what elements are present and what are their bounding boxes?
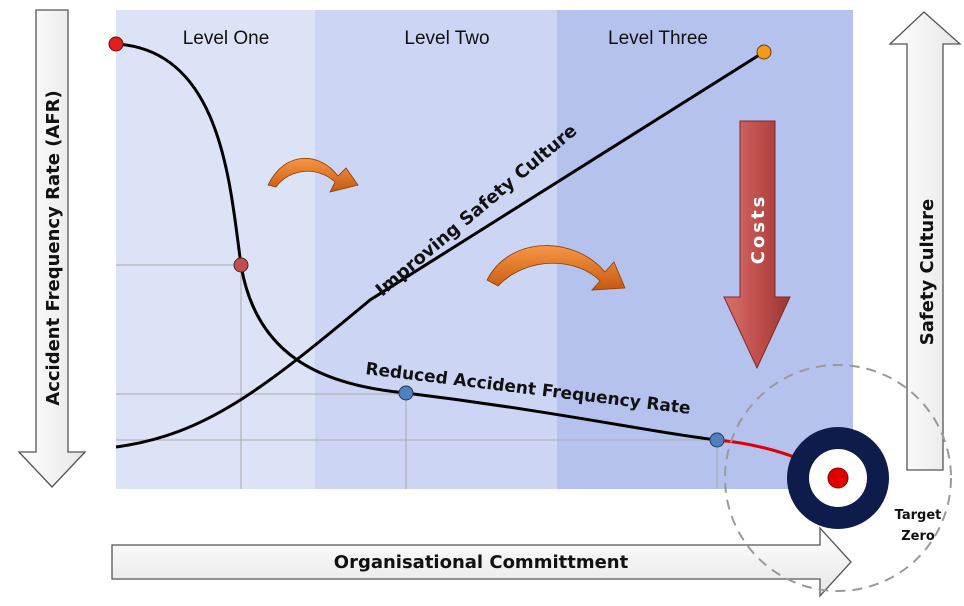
costs-label: Costs — [748, 194, 769, 265]
afr-axis-arrow — [17, 9, 87, 488]
afr-point-1 — [233, 257, 249, 273]
safety-culture-curve — [115, 50, 765, 449]
target-label-line2: Zero — [901, 529, 935, 544]
afr-point-3 — [709, 432, 725, 448]
safety-culture-axis-label: Safety Culture — [917, 199, 938, 345]
target-label-line1: Target — [895, 508, 942, 523]
target-dashed-ring — [724, 364, 952, 592]
culture-end-point — [756, 44, 772, 60]
level-one-panel — [116, 10, 315, 489]
curl-arrow-small — [267, 157, 359, 193]
curl-arrow-large — [486, 245, 626, 291]
afr-curve — [115, 42, 718, 442]
target-center — [827, 467, 849, 489]
level-one-heading: Level One — [183, 28, 270, 49]
commitment-axis-label: Organisational Committment — [334, 552, 629, 573]
level-two-heading: Level Two — [404, 28, 489, 49]
level-three-heading: Level Three — [608, 28, 708, 49]
costs-arrow — [723, 120, 791, 370]
safety-culture-axis-arrow — [888, 11, 962, 471]
afr-start-point — [108, 36, 124, 52]
commitment-axis-arrow — [111, 526, 852, 598]
afr-axis-label: Accident Frequency Rate (AFR) — [43, 90, 64, 405]
level-three-panel — [557, 10, 853, 489]
gridlines — [116, 264, 718, 489]
afr-point-2 — [398, 385, 414, 401]
